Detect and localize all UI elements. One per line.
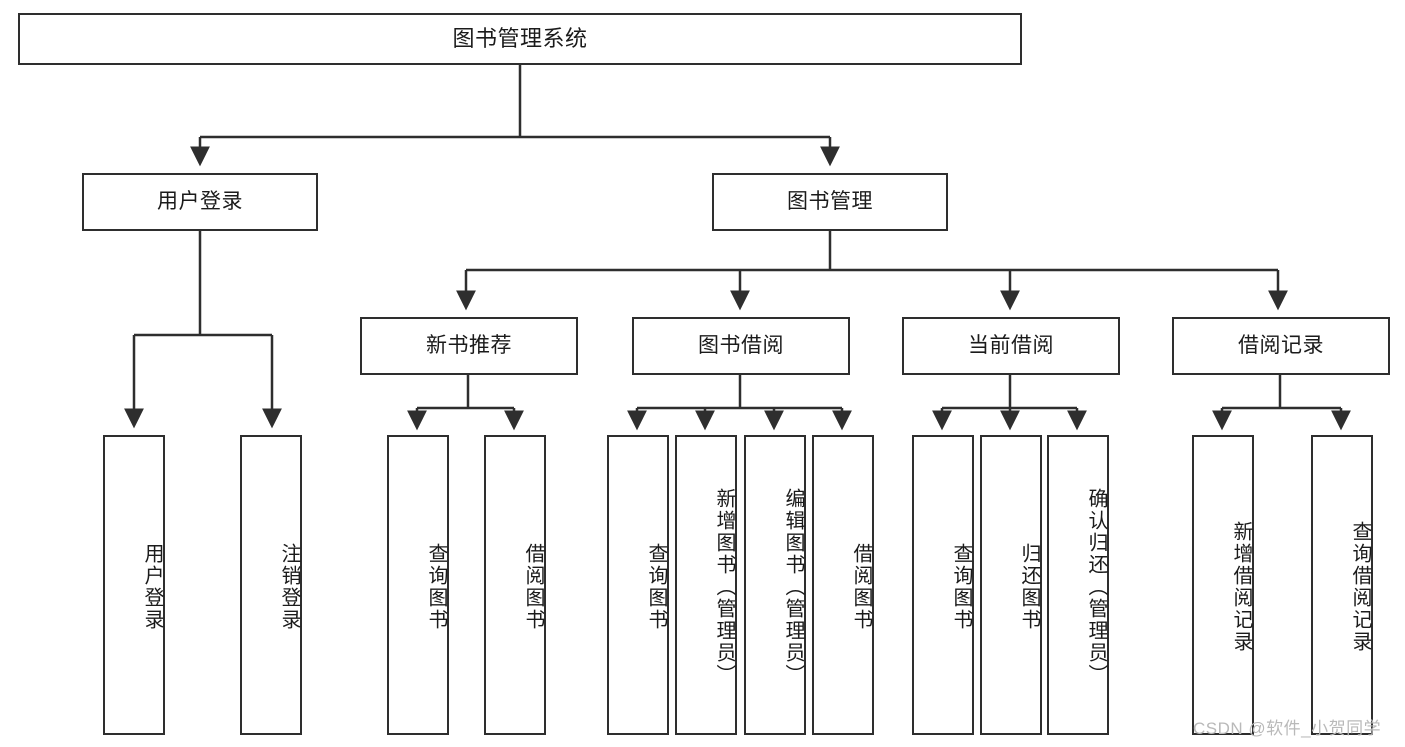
leaf-return-book[interactable]: 归还图书 [980,435,1042,735]
node-current-borrow[interactable]: 当前借阅 [902,317,1120,375]
leaf-label: 查询借阅记录 [1349,521,1371,653]
leaf-user-login[interactable]: 用户登录 [103,435,165,735]
node-new-book-recommend[interactable]: 新书推荐 [360,317,578,375]
leaf-confirm-return-admin[interactable]: 确认归还（管理员） [1047,435,1109,735]
leaf-query-borrow-record[interactable]: 查询借阅记录 [1311,435,1373,735]
watermark-text: CSDN @软件_小贺同学 [1193,719,1382,738]
leaf-add-borrow-record[interactable]: 新增借阅记录 [1192,435,1254,735]
leaf-label: 新增图书（管理员） [713,488,735,686]
leaf-add-book-admin[interactable]: 新增图书（管理员） [675,435,737,735]
leaf-label: 查询图书 [425,543,447,631]
leaf-query-book-3[interactable]: 查询图书 [912,435,974,735]
leaf-label: 借阅图书 [850,543,872,631]
leaf-label: 编辑图书（管理员） [782,488,804,686]
node-book-borrow[interactable]: 图书借阅 [632,317,850,375]
leaf-borrow-book-1[interactable]: 借阅图书 [484,435,546,735]
leaf-label: 新增借阅记录 [1230,521,1252,653]
leaf-borrow-book-2[interactable]: 借阅图书 [812,435,874,735]
leaf-label: 注销登录 [278,543,300,631]
node-user-login[interactable]: 用户登录 [82,173,318,231]
leaf-query-book-2[interactable]: 查询图书 [607,435,669,735]
leaf-logout-login[interactable]: 注销登录 [240,435,302,735]
leaf-label: 查询图书 [645,543,667,631]
node-borrow-record[interactable]: 借阅记录 [1172,317,1390,375]
leaf-label: 查询图书 [950,543,972,631]
leaf-label: 确认归还（管理员） [1085,488,1107,686]
node-book-manage[interactable]: 图书管理 [712,173,948,231]
leaf-label: 用户登录 [141,543,163,631]
leaf-query-book-1[interactable]: 查询图书 [387,435,449,735]
leaf-edit-book-admin[interactable]: 编辑图书（管理员） [744,435,806,735]
node-root[interactable]: 图书管理系统 [18,13,1022,65]
leaf-label: 借阅图书 [522,543,544,631]
leaf-label: 归还图书 [1018,543,1040,631]
